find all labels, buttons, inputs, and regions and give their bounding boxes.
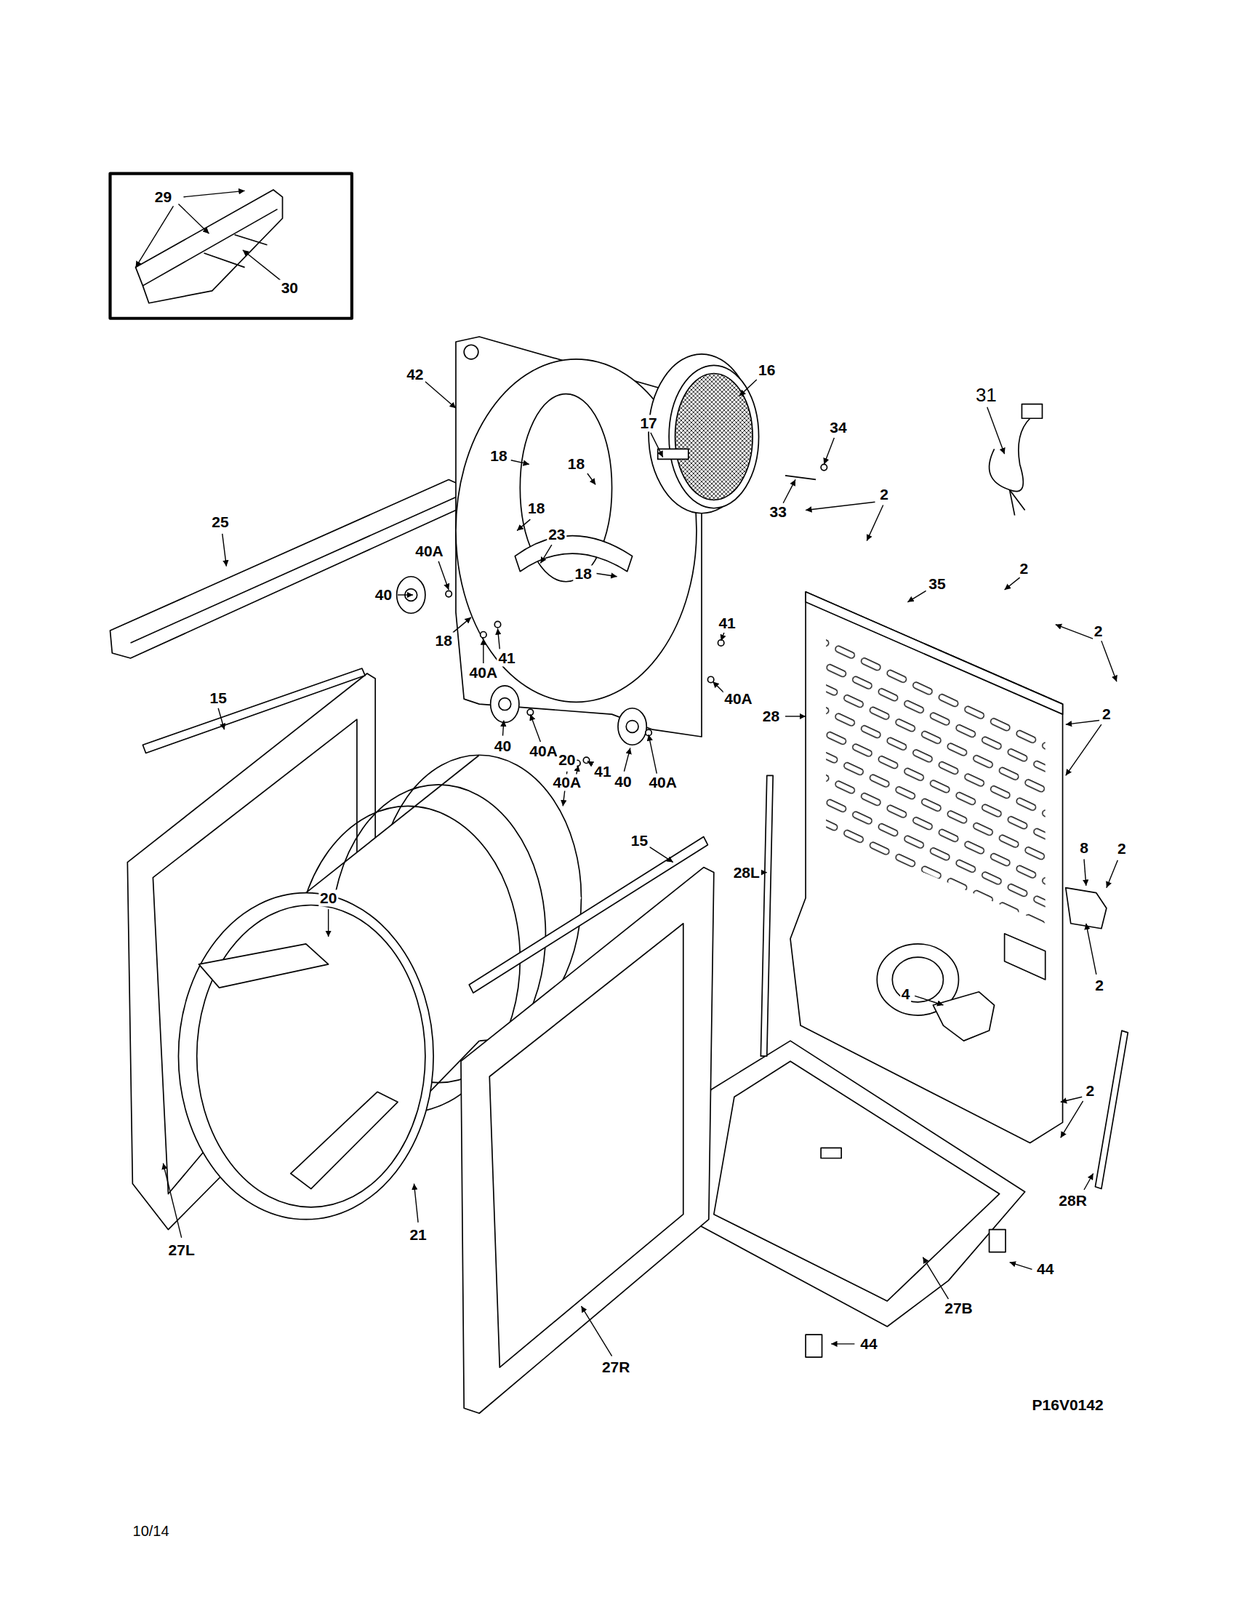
- callout-number: 40A: [527, 742, 560, 760]
- callout-number: 2: [878, 486, 890, 504]
- callout-number: 28L: [732, 863, 762, 881]
- callout-number: 40A: [647, 774, 679, 792]
- callout-number: 33: [768, 503, 789, 521]
- callout-number: 40: [612, 772, 633, 790]
- callout-number: 29: [153, 188, 174, 206]
- callout-number: 2: [1093, 977, 1106, 994]
- callout-number: 2: [1116, 840, 1128, 858]
- callout-number: 30: [279, 279, 300, 296]
- callout-number: 28R: [1057, 1192, 1089, 1210]
- callout-number: 34: [828, 418, 848, 436]
- callout-number: 2: [1100, 705, 1113, 723]
- callout-number: 41: [496, 649, 517, 666]
- callout-number: 40A: [468, 663, 500, 681]
- callout-number: 18: [566, 455, 587, 473]
- callout-number: 40: [492, 737, 513, 754]
- callout-number: 23: [546, 526, 567, 544]
- callout-number: 42: [404, 365, 425, 383]
- callout-number: 27R: [600, 1358, 632, 1376]
- callout-number: 2: [1092, 623, 1105, 640]
- diagram-code: P16V0142: [1030, 1395, 1106, 1413]
- callout-number: 41: [716, 615, 737, 632]
- callout-number: 35: [927, 575, 947, 592]
- callout-number: 15: [629, 832, 650, 850]
- callout-number: 28: [761, 707, 781, 725]
- callout-number: 40A: [413, 542, 445, 560]
- callout-number: 27B: [942, 1299, 975, 1316]
- callout-number: 8: [1078, 839, 1090, 856]
- callout-number: 44: [858, 1334, 879, 1352]
- callout-number: 41: [592, 762, 613, 780]
- callout-number: 18: [526, 499, 547, 517]
- callout-number: 25: [210, 514, 230, 531]
- callout-number: 17: [638, 415, 658, 432]
- callout-number: 16: [756, 362, 777, 379]
- callout-number: 21: [407, 1225, 428, 1243]
- callout-number: 31: [974, 384, 999, 406]
- callout-number: 4: [900, 985, 912, 1002]
- callout-number: 20: [556, 751, 577, 769]
- callout-number: 18: [573, 564, 594, 582]
- callout-number: 40A: [551, 774, 584, 792]
- callout-number: 44: [1035, 1260, 1055, 1278]
- callout-number: 27L: [167, 1241, 197, 1258]
- callout-number: 2: [1084, 1081, 1097, 1099]
- date-note: 10/14: [131, 1522, 171, 1539]
- callout-number: 15: [207, 689, 228, 706]
- callout-number: 18: [488, 447, 509, 465]
- callout-number: 18: [433, 632, 453, 650]
- callout-number: 20: [318, 889, 339, 906]
- callout-number: 2: [1017, 559, 1030, 577]
- callout-number: 40A: [722, 690, 754, 708]
- callout-number: 40: [373, 586, 394, 603]
